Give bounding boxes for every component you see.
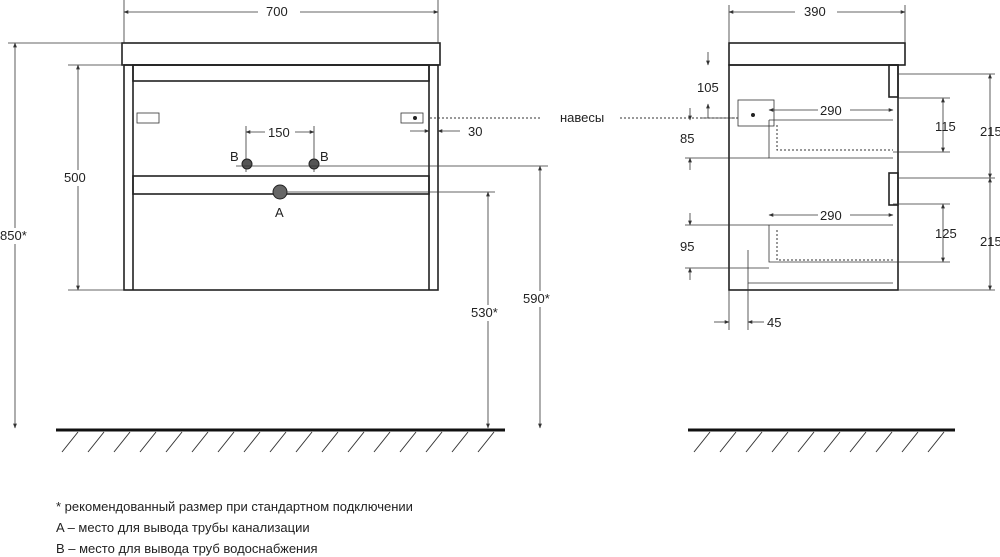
dim-215-bottom: 215 (980, 234, 1000, 249)
side-cabinet-body (728, 64, 899, 291)
dim-290-bottom: 290 (820, 208, 842, 223)
front-view: B B A 700 150 30 500 850* 530* (0, 0, 558, 453)
hinge-left (136, 112, 160, 124)
dim-supply-height: 590* (523, 291, 550, 306)
dim-45: 45 (767, 315, 781, 330)
pipe-b-right (308, 158, 320, 170)
note-recommended: * рекомендованный размер при стандартном… (56, 499, 413, 514)
dim-290-top: 290 (820, 103, 842, 118)
hinge-label: навесы (560, 110, 604, 125)
dim-hinge-offset: 30 (468, 124, 482, 139)
dim-depth: 390 (804, 4, 826, 19)
note-b: B – место для вывода труб водоснабжения (56, 541, 318, 556)
dim-total-height: 850* (0, 228, 27, 243)
pipe-b-left (241, 158, 253, 170)
front-countertop (121, 42, 441, 66)
dim-pipe-spacing: 150 (268, 125, 290, 140)
dim-95: 95 (680, 239, 694, 254)
dim-105: 105 (697, 80, 719, 95)
dim-outlet-height: 530* (471, 305, 498, 320)
dim-125: 125 (935, 226, 957, 241)
label-b-left: B (230, 149, 239, 164)
dim-215-top: 215 (980, 124, 1000, 139)
hinge-right (400, 112, 424, 124)
front-cabinet-body (123, 64, 439, 291)
front-floor-hatch (61, 431, 495, 453)
side-hinge (737, 99, 775, 127)
front-top-rail (132, 64, 430, 82)
outlet-a (272, 184, 288, 200)
dim-115: 115 (935, 119, 956, 134)
notes: * рекомендованный размер при стандартном… (56, 499, 413, 556)
dim-85: 85 (680, 131, 694, 146)
side-countertop (728, 42, 906, 66)
note-a: A – место для вывода трубы канализации (56, 520, 310, 535)
side-floor-hatch (693, 431, 945, 453)
dim-body-height: 500 (64, 170, 86, 185)
side-view: 390 105 290 85 115 215 290 95 (680, 3, 1000, 453)
dim-width: 700 (266, 4, 288, 19)
label-a: A (275, 205, 284, 220)
label-b-right: B (320, 149, 329, 164)
